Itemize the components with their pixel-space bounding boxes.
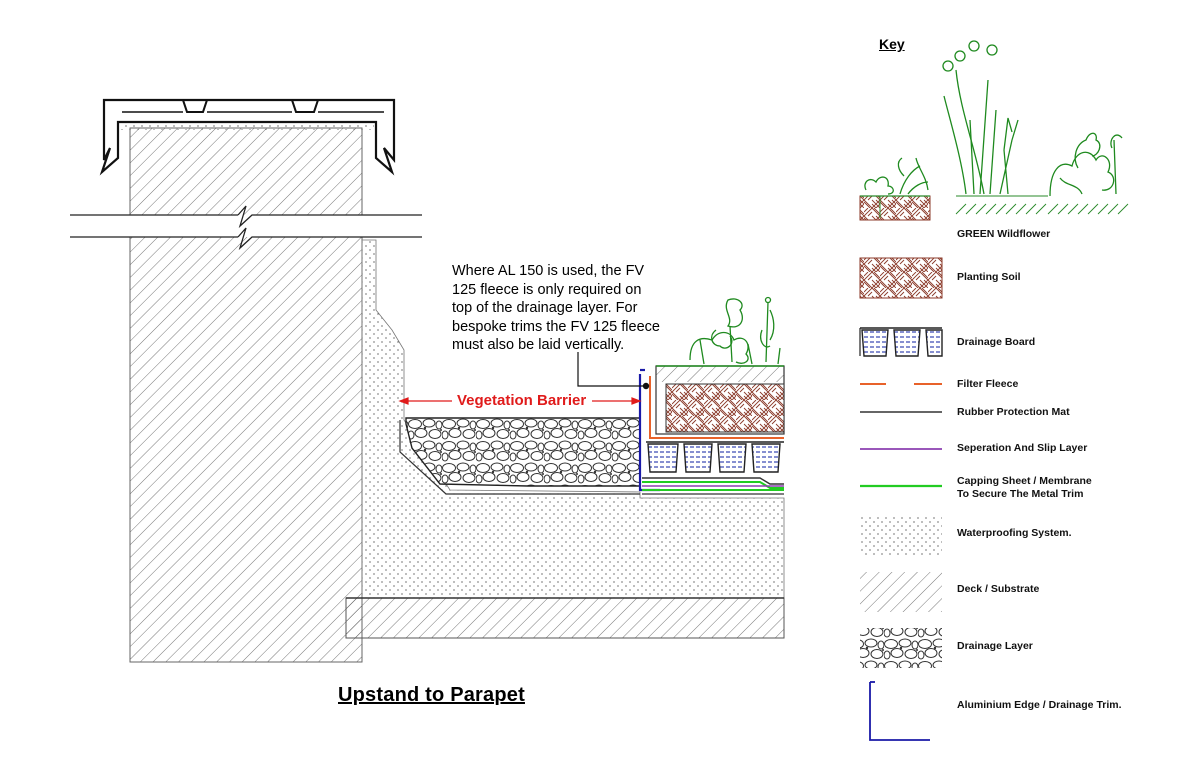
note-line: must also be laid vertically. [452, 337, 625, 353]
key-planting-soil-icon [859, 257, 943, 299]
installation-note: Where AL 150 is used, the FV 125 fleece … [452, 262, 684, 355]
key-label-capping-line1: Capping Sheet / Membrane [957, 475, 1092, 487]
vegetation-barrier-label: Vegetation Barrier [457, 392, 587, 409]
plants-section [689, 296, 781, 365]
key-aluminium-trim-icon [869, 681, 930, 741]
key-label-aluminium-trim: Aluminium Edge / Drainage Trim. [957, 699, 1122, 711]
key-title: Key [879, 36, 905, 52]
drainage-stone-layer [399, 417, 641, 495]
note-line: bespoke trims the FV 125 fleece [452, 318, 660, 335]
key-label-capping-sheet: Capping Sheet / Membrane To Secure The M… [957, 475, 1092, 501]
drainage-board [646, 440, 784, 474]
key-deck-substrate-icon [860, 572, 942, 612]
membrane-layers [642, 477, 784, 495]
key-label-rubber-protection-mat: Rubber Protection Mat [957, 406, 1070, 418]
vegetation-barrier-dimension [398, 397, 642, 405]
key-label-separation-slip-layer: Seperation And Slip Layer [957, 442, 1088, 454]
note-line: Where AL 150 is used, the FV [452, 263, 645, 279]
key-label-deck-substrate: Deck / Substrate [957, 583, 1040, 595]
note-leader [577, 352, 650, 390]
note-line: 125 fleece is only required on [452, 281, 642, 298]
key-label-green-wildflower: GREEN Wildflower [957, 228, 1051, 240]
key-label-waterproofing: Waterproofing System. [957, 527, 1072, 539]
key-wildflower-icon [859, 40, 1129, 221]
key-label-capping-line2: To Secure The Metal Trim [957, 488, 1084, 500]
key-waterproofing-icon [860, 516, 942, 556]
key-label-planting-soil: Planting Soil [957, 271, 1021, 283]
coping-cap [99, 98, 396, 176]
key-label-drainage-layer: Drainage Layer [957, 640, 1033, 652]
key-drainage-board-icon [859, 327, 943, 357]
drawing-title: Upstand to Parapet [338, 684, 525, 706]
key-label-filter-fleece: Filter Fleece [957, 378, 1019, 390]
filter-fleece [649, 376, 784, 439]
planting-soil [655, 365, 785, 435]
key-drainage-layer-icon [860, 628, 942, 668]
key-label-drainage-board: Drainage Board [957, 336, 1036, 348]
deck-slab [345, 597, 785, 639]
note-line: top of the drainage layer. For [452, 300, 638, 316]
